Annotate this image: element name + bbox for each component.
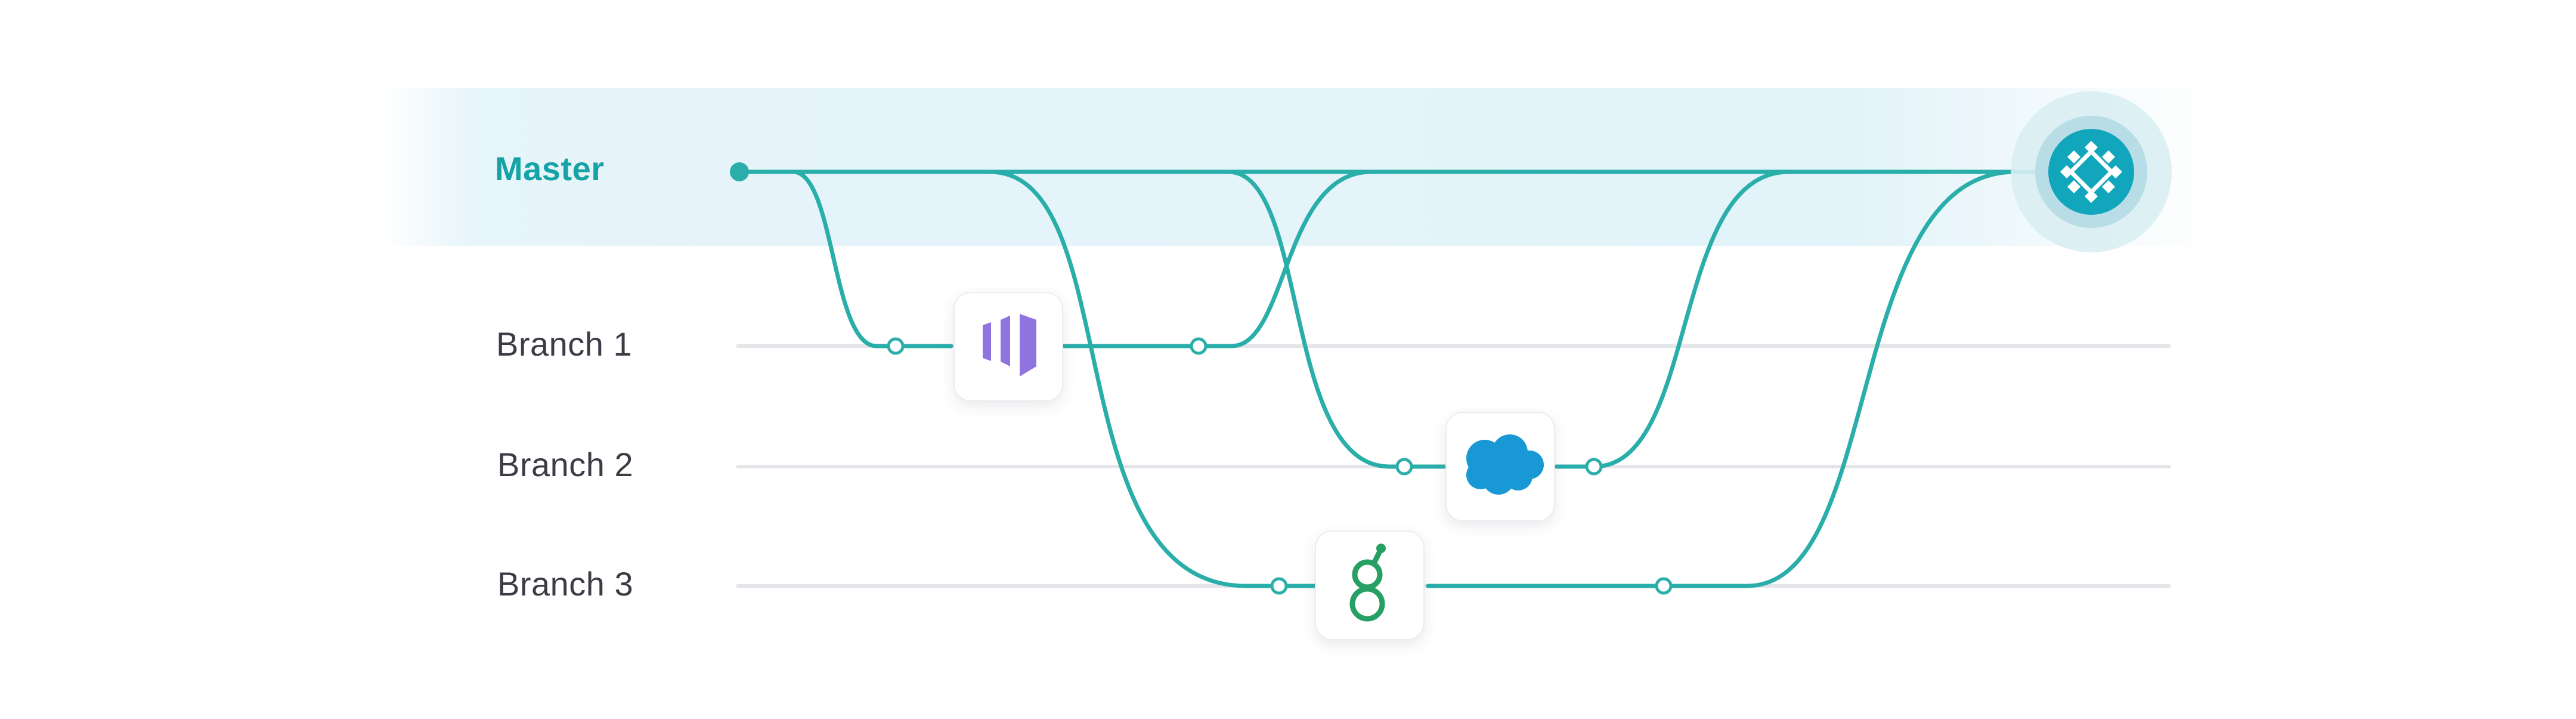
branch3-merge	[1661, 169, 2054, 588]
branch3-out	[987, 169, 1281, 588]
marketo-logo-icon	[983, 314, 1036, 377]
branch1-out	[791, 169, 953, 348]
branch2-node-start[interactable]	[1395, 458, 1413, 476]
branch1-merge	[1196, 169, 1433, 348]
branch3-label: Branch 3	[497, 565, 633, 603]
master-band	[382, 88, 2218, 246]
flow-lines	[737, 169, 2060, 588]
commit-nodes	[887, 337, 1673, 595]
branch2-merge	[1592, 169, 2054, 469]
branch1-node-end[interactable]	[1190, 337, 1208, 355]
segment-g-icon	[1349, 550, 1385, 622]
salesforce-cloud-icon	[1466, 434, 1544, 495]
branch3-node-end[interactable]	[1655, 577, 1673, 595]
branch1-label: Branch 1	[496, 325, 632, 363]
hub-logo-icon	[2060, 141, 2122, 203]
master-start-dot[interactable]	[730, 162, 749, 181]
branch2-node-end[interactable]	[1585, 458, 1603, 476]
hub-node[interactable]	[2011, 91, 2172, 252]
hub-core	[2048, 129, 2134, 215]
branch2-out	[1226, 169, 1407, 469]
branch1-node-start[interactable]	[887, 337, 905, 355]
master-label: Master	[495, 150, 605, 187]
segment-g-dot	[1376, 544, 1386, 553]
branch3-node-start[interactable]	[1270, 577, 1288, 595]
branch2-label: Branch 2	[497, 446, 633, 483]
